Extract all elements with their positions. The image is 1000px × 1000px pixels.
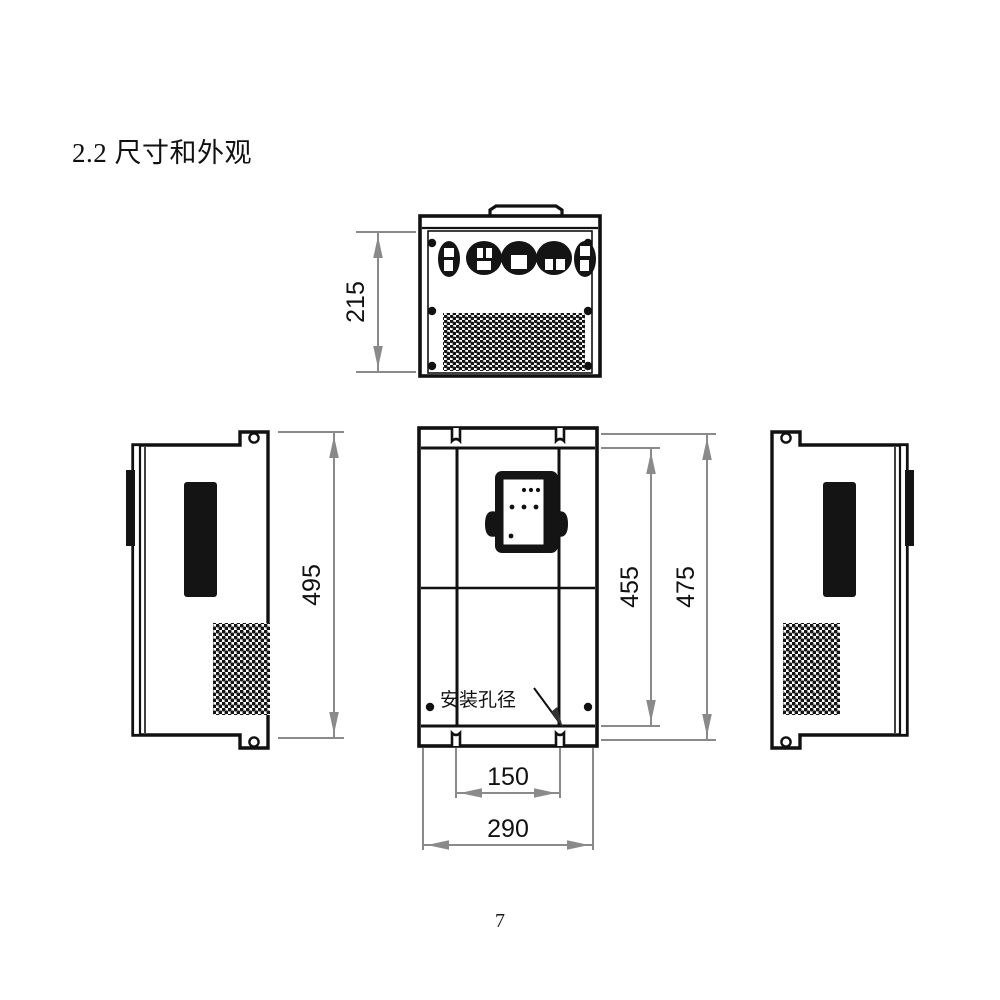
dimension-label-290: 290 bbox=[487, 815, 529, 843]
keypad-button-dot bbox=[533, 504, 539, 510]
right-side-mounting-hole bbox=[780, 432, 792, 444]
top-view-corner-screw bbox=[427, 361, 437, 371]
page-number: 7 bbox=[495, 910, 505, 932]
top-view bbox=[418, 204, 602, 378]
dimension-label-495: 495 bbox=[298, 564, 326, 606]
arrow-head-up bbox=[646, 452, 656, 474]
dimension-455: 455 bbox=[601, 447, 660, 727]
keypad-ear-right bbox=[556, 511, 568, 537]
arrow-head-down bbox=[329, 712, 339, 734]
top-view-corner-screw bbox=[427, 238, 437, 248]
front-view-bottom-notch bbox=[554, 729, 566, 746]
front-view-top-notch bbox=[450, 428, 462, 445]
arrow-head-down bbox=[702, 714, 712, 736]
arrow-head-left bbox=[460, 788, 482, 798]
keypad-ear-left bbox=[485, 511, 497, 537]
dimension-475: 475 bbox=[601, 433, 716, 741]
right-side-ventilation-grid bbox=[783, 623, 840, 715]
dimension-495: 495 bbox=[278, 431, 344, 739]
arrow-head-up bbox=[329, 436, 339, 458]
arrow-head-right bbox=[567, 840, 589, 850]
top-view-connector bbox=[438, 241, 460, 277]
front-view: 安装孔径 bbox=[417, 426, 599, 748]
top-view-corner-screw bbox=[583, 361, 593, 371]
leader-arrow-head bbox=[551, 707, 563, 728]
top-view-connector bbox=[501, 241, 537, 275]
arrow-head-up bbox=[702, 438, 712, 460]
front-view-mounting-hole bbox=[425, 702, 435, 712]
dimension-label-215: 215 bbox=[342, 281, 370, 323]
dimension-150: 150 bbox=[455, 748, 561, 798]
right-side-connector-block bbox=[905, 470, 914, 546]
mounting-hole-label: 安装孔径 bbox=[440, 689, 516, 711]
left-side-view bbox=[126, 430, 270, 750]
dimension-215: 215 bbox=[342, 231, 416, 373]
left-side-ventilation-grid bbox=[213, 623, 270, 715]
keypad-button-dot bbox=[509, 504, 515, 510]
left-side-mounting-hole bbox=[248, 432, 260, 444]
right-side-mounting-hole bbox=[780, 736, 792, 748]
dimension-290: 290 bbox=[422, 748, 594, 850]
top-view-connector bbox=[536, 241, 572, 275]
arrow-head-right bbox=[534, 788, 556, 798]
arrow-head-down bbox=[646, 700, 656, 722]
front-view-keypad bbox=[485, 471, 568, 553]
left-side-keypad-recess bbox=[184, 482, 217, 597]
keypad-button-dot bbox=[508, 533, 514, 539]
top-view-connector bbox=[466, 241, 502, 275]
right-side-view bbox=[770, 430, 914, 750]
page-title: 2.2 尺寸和外观 bbox=[72, 138, 252, 168]
front-view-bottom-notch bbox=[450, 729, 462, 746]
arrow-head-up bbox=[373, 236, 383, 258]
top-view-connector bbox=[574, 241, 596, 277]
dimension-label-455: 455 bbox=[616, 566, 644, 608]
dimension-label-150: 150 bbox=[487, 763, 529, 791]
arrow-head-down bbox=[373, 346, 383, 368]
keypad-button-dot bbox=[521, 487, 527, 493]
top-view-connector-row bbox=[438, 241, 596, 277]
keypad-button-dot bbox=[535, 487, 541, 493]
keypad-button-dot bbox=[521, 504, 527, 510]
top-view-inner-frame bbox=[427, 230, 593, 374]
top-view-ventilation-grid bbox=[443, 313, 585, 371]
right-side-keypad-recess bbox=[823, 482, 856, 597]
left-side-connector-block bbox=[126, 470, 135, 546]
front-view-top-notch bbox=[554, 428, 566, 445]
keypad-button-dot bbox=[528, 487, 534, 493]
dimension-label-475: 475 bbox=[672, 566, 700, 608]
top-view-corner-screw bbox=[583, 306, 593, 316]
left-side-mounting-hole bbox=[248, 736, 260, 748]
front-view-mounting-hole bbox=[583, 702, 593, 712]
arrow-head-left bbox=[427, 840, 449, 850]
mounting-hole-annotation: 安装孔径 bbox=[440, 687, 563, 728]
top-view-corner-screw bbox=[427, 306, 437, 316]
